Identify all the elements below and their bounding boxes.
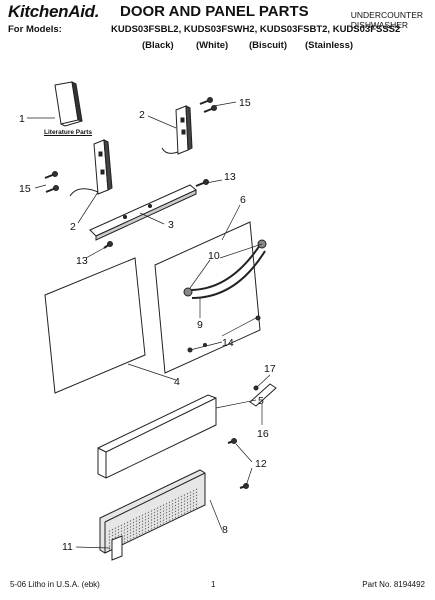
category-line2: DISHWASHER	[350, 20, 409, 30]
footer-part-number: Part No. 8194492	[362, 580, 425, 589]
callout-1: 1	[19, 113, 25, 125]
callout-15-upper: 15	[239, 97, 251, 109]
color-black: (Black)	[142, 40, 174, 51]
callout-15-lower: 15	[19, 183, 31, 195]
part-handle	[183, 239, 267, 299]
callout-16: 16	[257, 428, 269, 440]
category-line1: UNDERCOUNTER	[350, 10, 423, 20]
part-screw-13-right	[195, 179, 209, 187]
part-toe-kick-cap	[111, 535, 123, 561]
color-biscuit: (Biscuit)	[249, 40, 287, 51]
color-white: (White)	[196, 40, 229, 51]
color-stainless: (Stainless)	[305, 40, 354, 51]
callout-12: 12	[255, 458, 267, 470]
callout-2-lower: 2	[70, 221, 76, 233]
callout-numbers: 1 2 15 15 2 3 13 13 6 10 9 14 4 17 5 16 …	[19, 97, 276, 553]
part-hinge-bracket-lower	[69, 139, 113, 197]
model-list: KUDS03FSBL2, KUDS03FSWH2, KUDS03FSBT2, K…	[111, 24, 401, 35]
callout-8: 8	[222, 524, 228, 536]
part-toe-kick-bracket	[97, 394, 217, 479]
callout-3: 3	[168, 219, 174, 231]
callout-9: 9	[197, 319, 203, 331]
footer-litho: 5-06 Litho in U.S.A. (ebk)	[10, 580, 100, 589]
callout-11: 11	[62, 541, 73, 553]
callout-2-upper: 2	[139, 109, 145, 121]
brand-logo: KitchenAid.	[8, 2, 100, 21]
part-rail	[89, 184, 197, 241]
callout-5: 5	[258, 395, 264, 407]
callout-6: 6	[240, 194, 246, 206]
part-literature-booklet	[54, 81, 83, 127]
part-screws-15-upper	[199, 97, 217, 113]
category-label: UNDERCOUNTER DISHWASHER	[351, 10, 423, 30]
part-screws-15-lower	[44, 171, 59, 193]
callout-14: 14	[222, 337, 234, 349]
leader-lines	[27, 101, 271, 549]
callout-4: 4	[174, 376, 180, 388]
callout-17: 17	[264, 363, 276, 375]
models-prefix: For Models:	[8, 24, 62, 35]
literature-parts-label: Literature Parts	[44, 129, 93, 136]
callout-13-right: 13	[224, 171, 236, 183]
part-inner-panel	[44, 257, 146, 394]
part-screws-12	[227, 438, 249, 489]
part-screw-13-left	[103, 241, 113, 249]
part-door-panel	[154, 221, 261, 374]
footer-page-number: 1	[211, 580, 216, 589]
part-toe-kick-panel	[99, 469, 206, 554]
part-hinge-bracket-upper	[161, 105, 193, 155]
callout-10: 10	[208, 250, 220, 262]
callout-13-left: 13	[76, 255, 88, 267]
page-title: DOOR AND PANEL PARTS	[120, 3, 309, 20]
